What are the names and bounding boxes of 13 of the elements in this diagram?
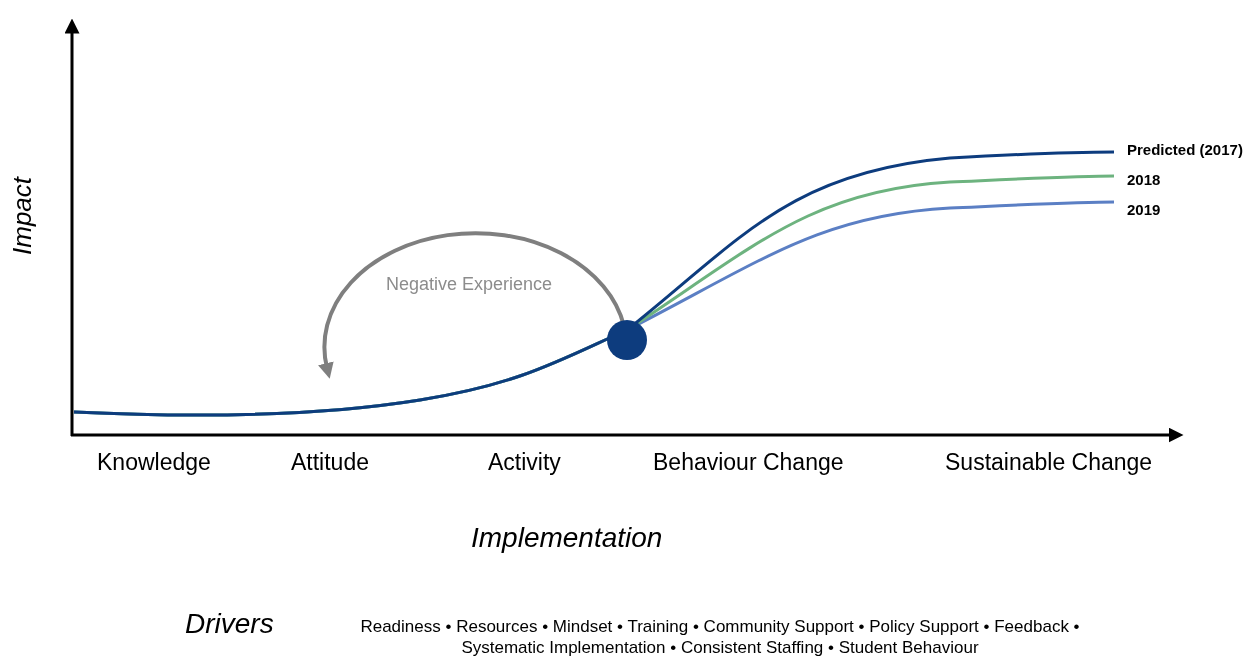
- line-label: 2019: [1127, 201, 1161, 219]
- axis-title: Implementation: [471, 522, 663, 555]
- axis-title: Impact: [8, 176, 38, 255]
- stage-label: Attitude: [291, 449, 369, 476]
- stage-label: Knowledge: [97, 449, 211, 476]
- curve-annotation: Negative Experience: [386, 274, 553, 295]
- drivers-list: Readiness • Resources • Mindset • Training • Community Support • Policy Support • Feedback • Systematic Implementation • Consistent Staffing • Student Behaviour: [340, 616, 1100, 658]
- stage-label: Behaviour Change: [653, 449, 844, 476]
- stage-label: Activity: [488, 449, 561, 476]
- line-label: 2018: [1127, 171, 1161, 189]
- stage-label: Sustainable Change: [945, 449, 1153, 476]
- line-label: Predicted (2017): [1127, 141, 1243, 159]
- drivers-heading: Drivers: [185, 608, 274, 641]
